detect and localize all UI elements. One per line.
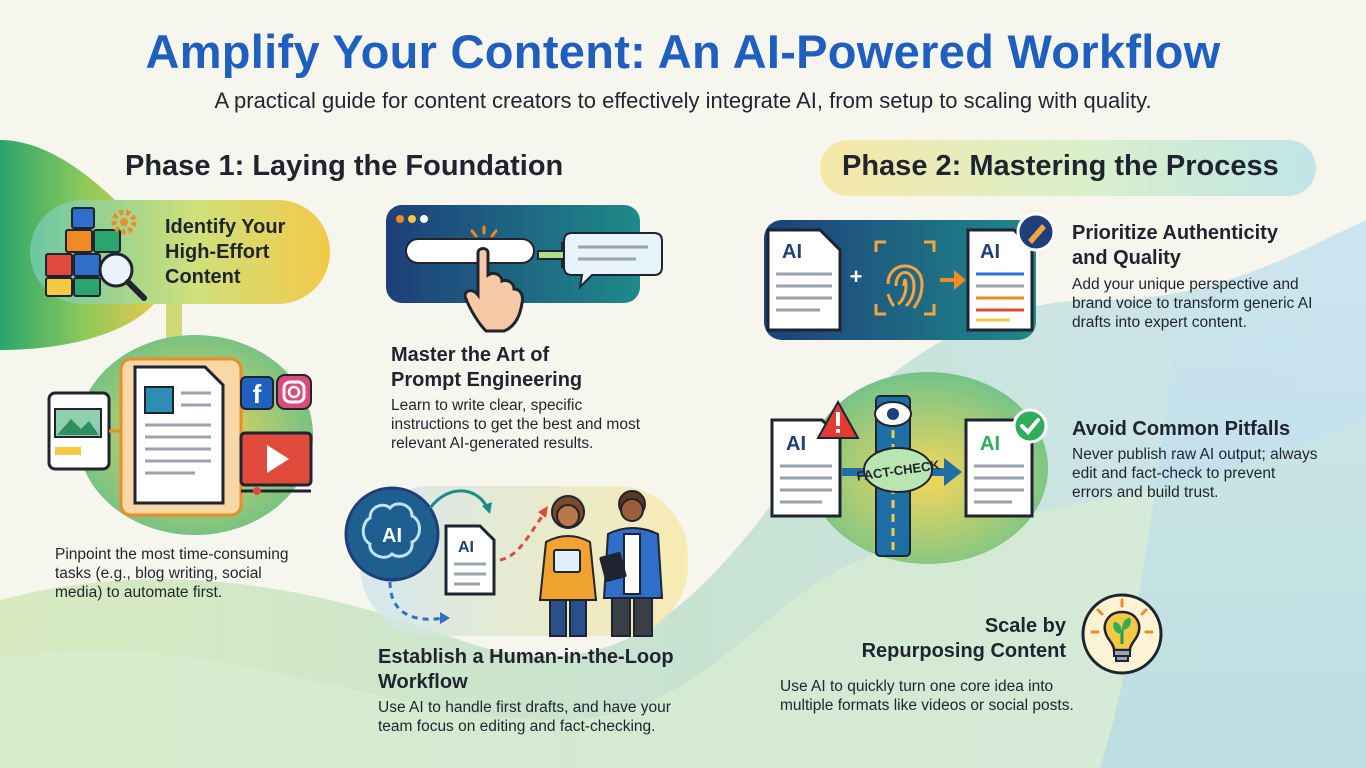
editor-person-man-icon <box>599 490 664 637</box>
step-repurpose-desc: Use AI to quickly turn one core idea int… <box>780 677 1074 715</box>
phase-2-pill <box>820 140 1316 196</box>
desc-line: instructions to get the best and most <box>391 416 640 433</box>
generic-ai-document-icon <box>766 228 842 332</box>
desc-line: Use AI to handle first drafts, and have … <box>378 699 671 716</box>
fingerprint-icon <box>874 240 936 316</box>
ai-label: AI <box>980 433 1000 455</box>
desc-line: team focus on editing and fact-checking. <box>378 718 656 735</box>
ai-brain-icon <box>344 486 440 582</box>
phase-1-title: Phase 1: Laying the Foundation <box>125 150 564 182</box>
step-human-loop-heading: Establish a Human-in-the-Loop Workflow <box>378 645 674 695</box>
heading-line: Identify Your <box>165 216 286 238</box>
step-repurpose-heading: Scale by Repurposing Content <box>840 614 1066 664</box>
heading-line: Content <box>165 266 241 288</box>
step-identify-heading: Identify Your High-Effort Content <box>165 215 285 290</box>
step-pitfalls-desc: Never publish raw AI output; always edit… <box>1072 445 1318 502</box>
desc-line: Never publish raw AI output; always <box>1072 446 1318 463</box>
desc-line: brand voice to transform generic AI <box>1072 295 1313 312</box>
fact-check-illustration: AI FACT-CHECK AI <box>770 372 1048 564</box>
phase-2-title: Phase 2: Mastering the Process <box>842 150 1279 182</box>
instagram-icon <box>282 380 306 404</box>
blocks-magnifier-icon <box>45 207 147 301</box>
editor-person-woman-icon <box>538 495 598 637</box>
facebook-icon: f <box>253 379 262 409</box>
lower-wave-light <box>0 420 1366 768</box>
heading-line: Establish a Human-in-the-Loop <box>378 646 674 668</box>
lightbulb-sprout-icon <box>1081 593 1163 675</box>
step-identify-desc: Pinpoint the most time-consuming tasks (… <box>55 545 288 602</box>
desc-line: Add your unique perspective and <box>1072 276 1299 293</box>
step-pitfalls-heading: Avoid Common Pitfalls <box>1072 417 1290 442</box>
heading-line: Scale by <box>984 615 1066 637</box>
checkmark-icon <box>1012 408 1048 444</box>
heading-line: High-Effort <box>165 241 270 263</box>
page-title: Amplify Your Content: An AI-Powered Work… <box>145 25 1221 78</box>
desc-line: errors and build trust. <box>1072 484 1219 501</box>
prompt-input-icon <box>405 238 535 264</box>
heading-line: Master the Art of <box>391 344 550 366</box>
desc-line: Learn to write clear, specific <box>391 397 583 414</box>
heading-line: Prompt Engineering <box>391 369 583 391</box>
heading-line: Workflow <box>378 671 468 693</box>
expert-document-icon <box>966 228 1034 332</box>
ai-label: AI <box>782 241 802 263</box>
raw-ai-document-icon <box>770 418 842 518</box>
ai-label: AI <box>382 525 402 547</box>
plus-sign: + <box>850 264 863 289</box>
human-loop-illustration: AI AI <box>344 486 688 637</box>
verified-document-icon <box>964 418 1034 518</box>
page-subtitle: A practical guide for content creators t… <box>214 88 1152 113</box>
heading-line: Avoid Common Pitfalls <box>1072 418 1291 440</box>
desc-line: relevant AI-generated results. <box>391 435 594 452</box>
right-blue-shape <box>1100 240 1366 768</box>
desc-line: drafts into expert content. <box>1072 314 1247 331</box>
heading-line: Prioritize Authenticity <box>1072 222 1278 244</box>
desc-line: tasks (e.g., blog writing, social <box>55 565 262 582</box>
ai-label: AI <box>786 433 806 455</box>
ai-label: AI <box>980 241 1000 263</box>
prompt-illustration <box>386 205 663 333</box>
pointing-hand-icon <box>463 247 524 333</box>
step-authenticity-heading: Prioritize Authenticity and Quality <box>1072 221 1278 271</box>
step-human-loop-desc: Use AI to handle first drafts, and have … <box>378 698 671 736</box>
heading-line: Repurposing Content <box>861 640 1066 662</box>
step-prompt-desc: Learn to write clear, specific instructi… <box>391 396 640 453</box>
ai-draft-document-icon <box>444 524 496 596</box>
desc-line: Use AI to quickly turn one core idea int… <box>780 678 1054 695</box>
desc-line: media) to automate first. <box>55 584 223 601</box>
step-prompt-heading: Master the Art of Prompt Engineering <box>391 343 582 393</box>
desc-line: Pinpoint the most time-consuming <box>55 546 289 563</box>
desc-line: edit and fact-check to prevent <box>1072 465 1276 482</box>
heading-line: and Quality <box>1072 247 1181 269</box>
ai-label: AI <box>458 539 474 556</box>
authenticity-illustration: AI + AI <box>764 212 1056 340</box>
desc-line: multiple formats like videos or social p… <box>780 697 1074 714</box>
content-hub-illustration: f <box>47 335 313 535</box>
connector <box>166 304 182 340</box>
step-authenticity-desc: Add your unique perspective and brand vo… <box>1072 275 1312 332</box>
fact-check-stamp-icon <box>863 447 933 493</box>
